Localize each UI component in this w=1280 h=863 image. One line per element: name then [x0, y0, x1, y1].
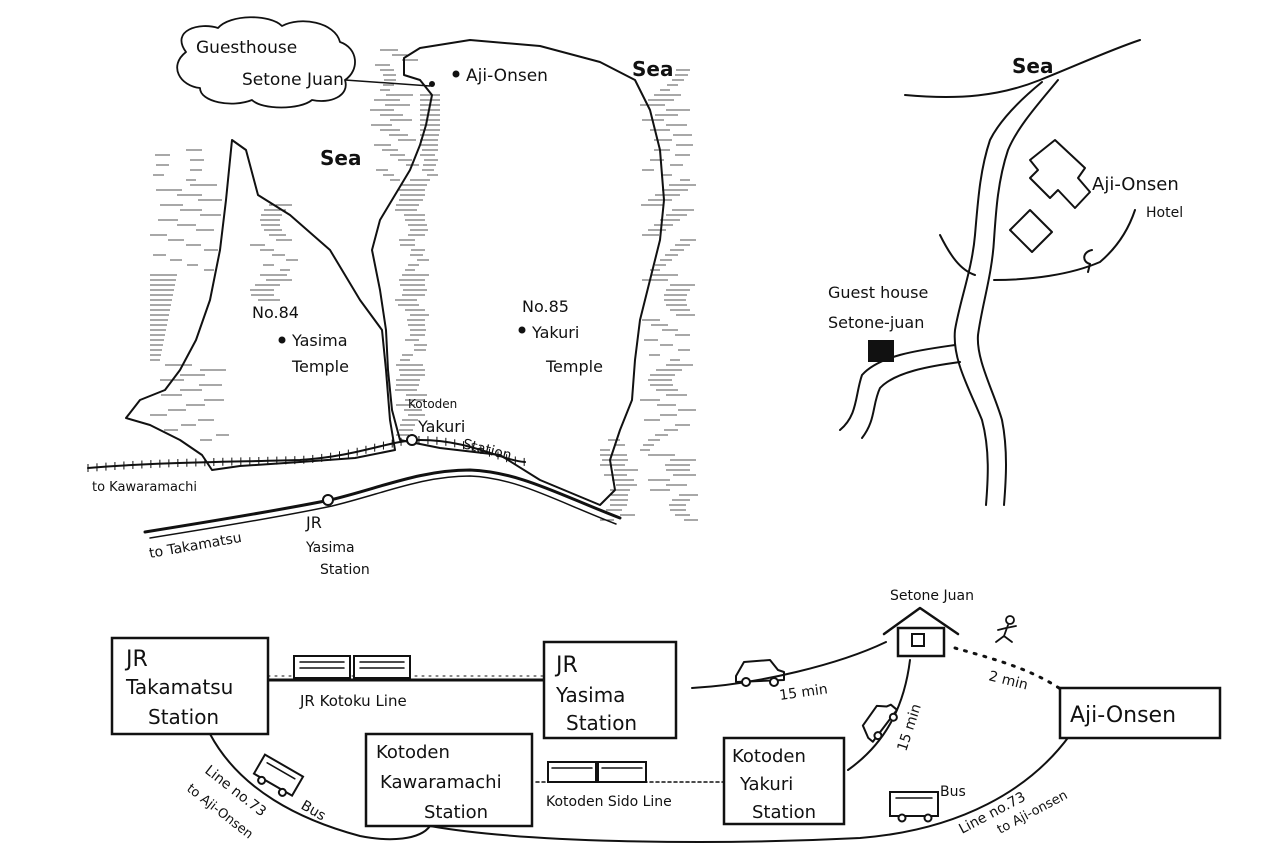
bus-icon-right	[889, 791, 939, 823]
small-building	[1009, 209, 1053, 253]
detail-guesthouse-block	[868, 340, 894, 362]
detail-hotel-line2: Hotel	[1146, 205, 1183, 221]
to-takamatsu-label: to Takamatsu	[148, 530, 243, 562]
kotoden-sido-line-label: Kotoden Sido Line	[546, 794, 672, 810]
jr-yasima-box	[542, 640, 678, 740]
detail-road-east	[993, 209, 1136, 281]
aji-onsen-box-label: Aji-Onsen	[1070, 703, 1176, 728]
house-icon	[882, 606, 960, 658]
kotoden-yakuri-station-marker	[406, 434, 418, 446]
aji-onsen-label: Aji-Onsen	[466, 66, 548, 86]
bus-route-bottom	[429, 734, 1071, 843]
temple-85-name2: Temple	[545, 357, 603, 376]
main-map: Guesthouse Setone Juan Aji-Onsen Sea Sea…	[87, 16, 698, 578]
temple-85-name1: Yakuri	[531, 323, 579, 342]
sea-west-label: Sea	[320, 146, 361, 170]
walk-time-label: 2 min	[987, 668, 1029, 693]
temple-84-name2: Temple	[291, 357, 349, 376]
temple-84-name1: Yasima	[291, 331, 348, 350]
kotoden-yakuri-box	[722, 736, 846, 826]
detail-hotel-line1: Aji-Onsen	[1092, 174, 1179, 195]
jr-yasima-station-marker	[322, 494, 334, 506]
walking-person-icon	[995, 615, 1017, 643]
jr-takamatsu-line1: JR	[124, 647, 148, 672]
kotoden-kawaramachi-line1: Kotoden	[376, 742, 450, 763]
car-time-2-label: 15 min	[895, 702, 925, 753]
kotoden-yakuri-line1: Kotoden	[408, 397, 457, 411]
detail-road-west-b	[861, 361, 961, 439]
kotoden-kawaramachi-line2: Kawaramachi	[380, 772, 502, 793]
to-kawaramachi-label: to Kawaramachi	[92, 480, 197, 495]
aji-onsen-dot	[452, 70, 460, 78]
kotoden-railway	[87, 439, 526, 469]
setone-juan-label: Setone Juan	[890, 588, 974, 604]
detail-guesthouse-line2: Setone-juan	[828, 313, 924, 332]
yashima-coastline	[125, 139, 396, 471]
guesthouse-callout-pointer	[344, 79, 431, 87]
temple-84-dot	[278, 336, 286, 344]
detail-guesthouse-line1: Guest house	[828, 283, 928, 302]
car-route-jr	[691, 641, 887, 689]
aji-onsen-box	[1058, 686, 1222, 740]
jr-takamatsu-box	[110, 636, 270, 736]
temple-85-dot	[518, 326, 526, 334]
jr-yasima-box-line1: JR	[554, 653, 578, 678]
jr-yasima-line3: Station	[320, 562, 370, 578]
kotoden-yakuri-line2: Yakuri	[417, 417, 465, 436]
hot-spring-icon	[1083, 249, 1093, 273]
bus-route-left	[209, 733, 431, 841]
route-diagram: JR Takamatsu Station JR Yasima Station K…	[110, 588, 1222, 843]
car-icon-1	[735, 659, 785, 687]
jr-yasima-line2: Yasima	[305, 540, 355, 556]
detail-road-branch	[939, 234, 976, 276]
kotoden-yakuri-line3: Station	[461, 436, 513, 464]
detail-road-main-b	[976, 79, 1059, 506]
sea-hatching	[150, 49, 698, 521]
jr-train-icon	[293, 655, 411, 679]
kotoden-railway-ties	[87, 436, 525, 472]
jr-yasima-box-line2: Yasima	[555, 683, 625, 707]
detail-map: Sea Aji-Onsen Hotel Guest house Setone-j…	[828, 39, 1183, 506]
kotoden-kawaramachi-box	[364, 732, 534, 828]
car-icon-2	[861, 703, 898, 743]
temple-84-number: No.84	[252, 303, 299, 322]
temple-85-number: No.85	[522, 297, 569, 316]
jr-kotoku-line-label: JR Kotoku Line	[299, 692, 407, 710]
hotel-building	[1029, 139, 1091, 209]
guesthouse-callout-line1: Guesthouse	[196, 38, 297, 58]
detail-coastline	[904, 39, 1141, 99]
jr-yasima-line1: JR	[305, 513, 322, 532]
bus-icon-left	[252, 753, 305, 798]
kotoden-kawaramachi-line3: Station	[424, 802, 488, 823]
jr-railway	[143, 468, 622, 534]
car-route-kotoden	[847, 659, 911, 771]
jr-railway-inner	[149, 475, 617, 539]
walk-route	[953, 646, 1064, 692]
yakuri-coastline	[371, 39, 665, 506]
guesthouse-callout-cloud	[176, 16, 356, 109]
detail-road-main-a	[953, 81, 1043, 506]
jr-yasima-box-line3: Station	[566, 711, 637, 735]
bus-right-label: Bus	[940, 784, 966, 800]
guesthouse-callout-line2: Setone Juan	[242, 70, 344, 90]
detail-sea-label: Sea	[1012, 54, 1053, 78]
detail-road-west-a	[839, 344, 956, 431]
car-time-1-label: 15 min	[778, 681, 828, 704]
kotoden-yakuri-box-line2: Yakuri	[739, 774, 793, 795]
jr-takamatsu-line2: Takamatsu	[125, 675, 233, 699]
sea-north-label: Sea	[632, 57, 673, 81]
kotoden-train-icon	[547, 761, 647, 783]
jr-takamatsu-line3: Station	[148, 705, 219, 729]
kotoden-yakuri-box-line1: Kotoden	[732, 746, 806, 767]
kotoden-yakuri-box-line3: Station	[752, 802, 816, 823]
